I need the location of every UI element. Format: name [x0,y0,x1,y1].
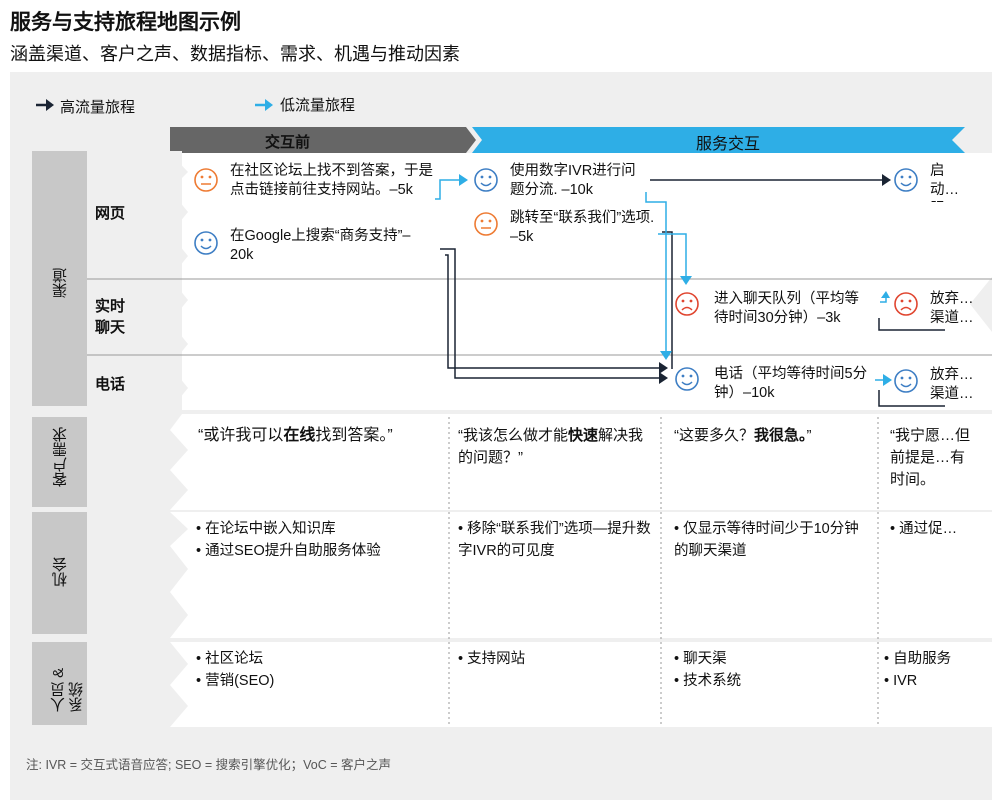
step-phone: 电话（平均等待时间5分钟）–10k [714,366,868,401]
row-web-label: 网页 [95,205,126,222]
need-emphasis: 我很急。 [754,427,807,444]
need-text: “我该怎么做才能 [458,427,568,444]
step-chat-quit: 放弃…渠道… [930,291,974,326]
section-opportunity-label: 机会 [52,557,69,587]
high-arrowhead [882,174,891,186]
need-urgent: “这要多久？我很急。” [674,425,874,447]
neutral-face-icon [194,168,218,192]
need-emphasis: 快速 [568,427,599,444]
step-google: 在Google上搜索“商务支持”–20k [230,228,411,263]
section-channel-label: 渠道 [52,268,69,298]
page-title: 服务与支持旅程地图示例 [10,11,241,34]
footnote: 注: IVR = 交互式语音应答; SEO = 搜索引擎优化；VoC = 客户之… [26,758,391,772]
people-item: • 营销(SEO) [196,673,275,689]
step-chat-queue: 进入聊天队列（平均等待时间30分钟）–3k [714,291,859,326]
need-text: “或许我可以 [198,427,284,444]
low-arrowhead [881,291,890,298]
needs-section-tab [32,417,87,507]
opportunity-item: • 在论坛中嵌入知识库 [196,521,336,537]
channel-panel [170,153,992,410]
opportunity-item: • 仅显示等待时间少于10分钟的聊天渠道 [674,521,859,559]
section-people-label: 人员 & 系统 [50,667,85,712]
opportunity-item: • 通过促… [890,521,958,537]
happy-face-icon [474,168,498,192]
people-item: • 自助服务 [884,651,952,667]
page-subtitle: 涵盖渠道、客户之声、数据指标、需求、机遇与推动因素 [10,44,460,64]
row-chat-label: 实时聊天 [95,298,126,336]
need-online: “或许我可以在线找到答案。” [198,425,418,447]
high-arrowhead [659,372,668,384]
phase-service-chevron [472,127,965,153]
sad-face-icon [675,292,699,316]
high-arrowhead [659,362,668,374]
people-panel [170,642,992,727]
legend-low-label: 低流量旅程 [280,97,356,114]
legend-high-label: 高流量旅程 [60,99,136,116]
step-forum: 在社区论坛上找不到答案，于是点击链接前往支持网站。–5k [230,163,433,198]
low-arrowhead [680,276,692,285]
need-text: ” [806,427,812,444]
step-ivr: 使用数字IVR进行问题分流. –10k [510,163,636,198]
step-phone-quit: 放弃…渠道… [930,367,974,402]
high-volume-flow [440,179,945,407]
people-item: • 聊天渠 [674,651,727,667]
happy-face-icon [894,168,918,192]
people-item: • 技术系统 [674,673,742,689]
phase-pre-chevron [170,127,476,153]
low-arrowhead [459,174,468,186]
happy-face-icon [894,369,918,393]
column-dividers [448,417,879,727]
opportunity-item: • 移除“联系我们”选项—提升数字IVR的可见度 [458,521,651,559]
opportunity-panel [170,512,992,638]
people-item: • 支持网站 [458,651,526,667]
opportunity-item: • 通过SEO提升自助服务体验 [196,543,381,559]
phase-service-label: 服务交互 [696,136,761,153]
low-arrowhead [660,351,672,360]
sad-face-icon [894,292,918,316]
step-contact: 跳转至“联系我们”选项. –5k [510,210,655,245]
step-start: 启动…服务… [930,163,959,202]
people-item: • 社区论坛 [196,651,264,667]
legend-high-arrow-icon [36,99,54,111]
happy-face-icon [194,231,218,255]
need-text: 找到答案。” [315,427,393,444]
happy-face-icon [675,367,699,391]
phase-pre-label: 交互前 [265,134,311,151]
people-section-tab [32,642,87,725]
neutral-face-icon [474,212,498,236]
row-phone-label: 电话 [95,376,126,393]
need-text: “这要多久？ [674,427,754,444]
need-fast: “我该怎么做才能快速解决我的问题？” [458,425,653,469]
journey-map-graphics [32,99,992,727]
low-arrowhead [883,374,892,386]
opportunity-section-tab [32,512,87,634]
channel-section-tab [32,151,87,406]
row-label-bg [87,151,182,410]
need-emphasis: 在线 [283,427,316,444]
legend-low-arrow-icon [255,99,273,111]
need-rather: “我宁愿…但前提是…有时间。 [890,427,970,488]
journey-map: 高流量旅程 低流量旅程 交互前 服务交互 渠道 客户需求 机会 人员 & 系统 … [10,72,992,800]
needs-panel [170,414,992,510]
people-item: • IVR [884,673,918,689]
need-text: 解决我的问题？” [458,427,644,466]
section-needs-label: 客户需求 [52,427,69,487]
